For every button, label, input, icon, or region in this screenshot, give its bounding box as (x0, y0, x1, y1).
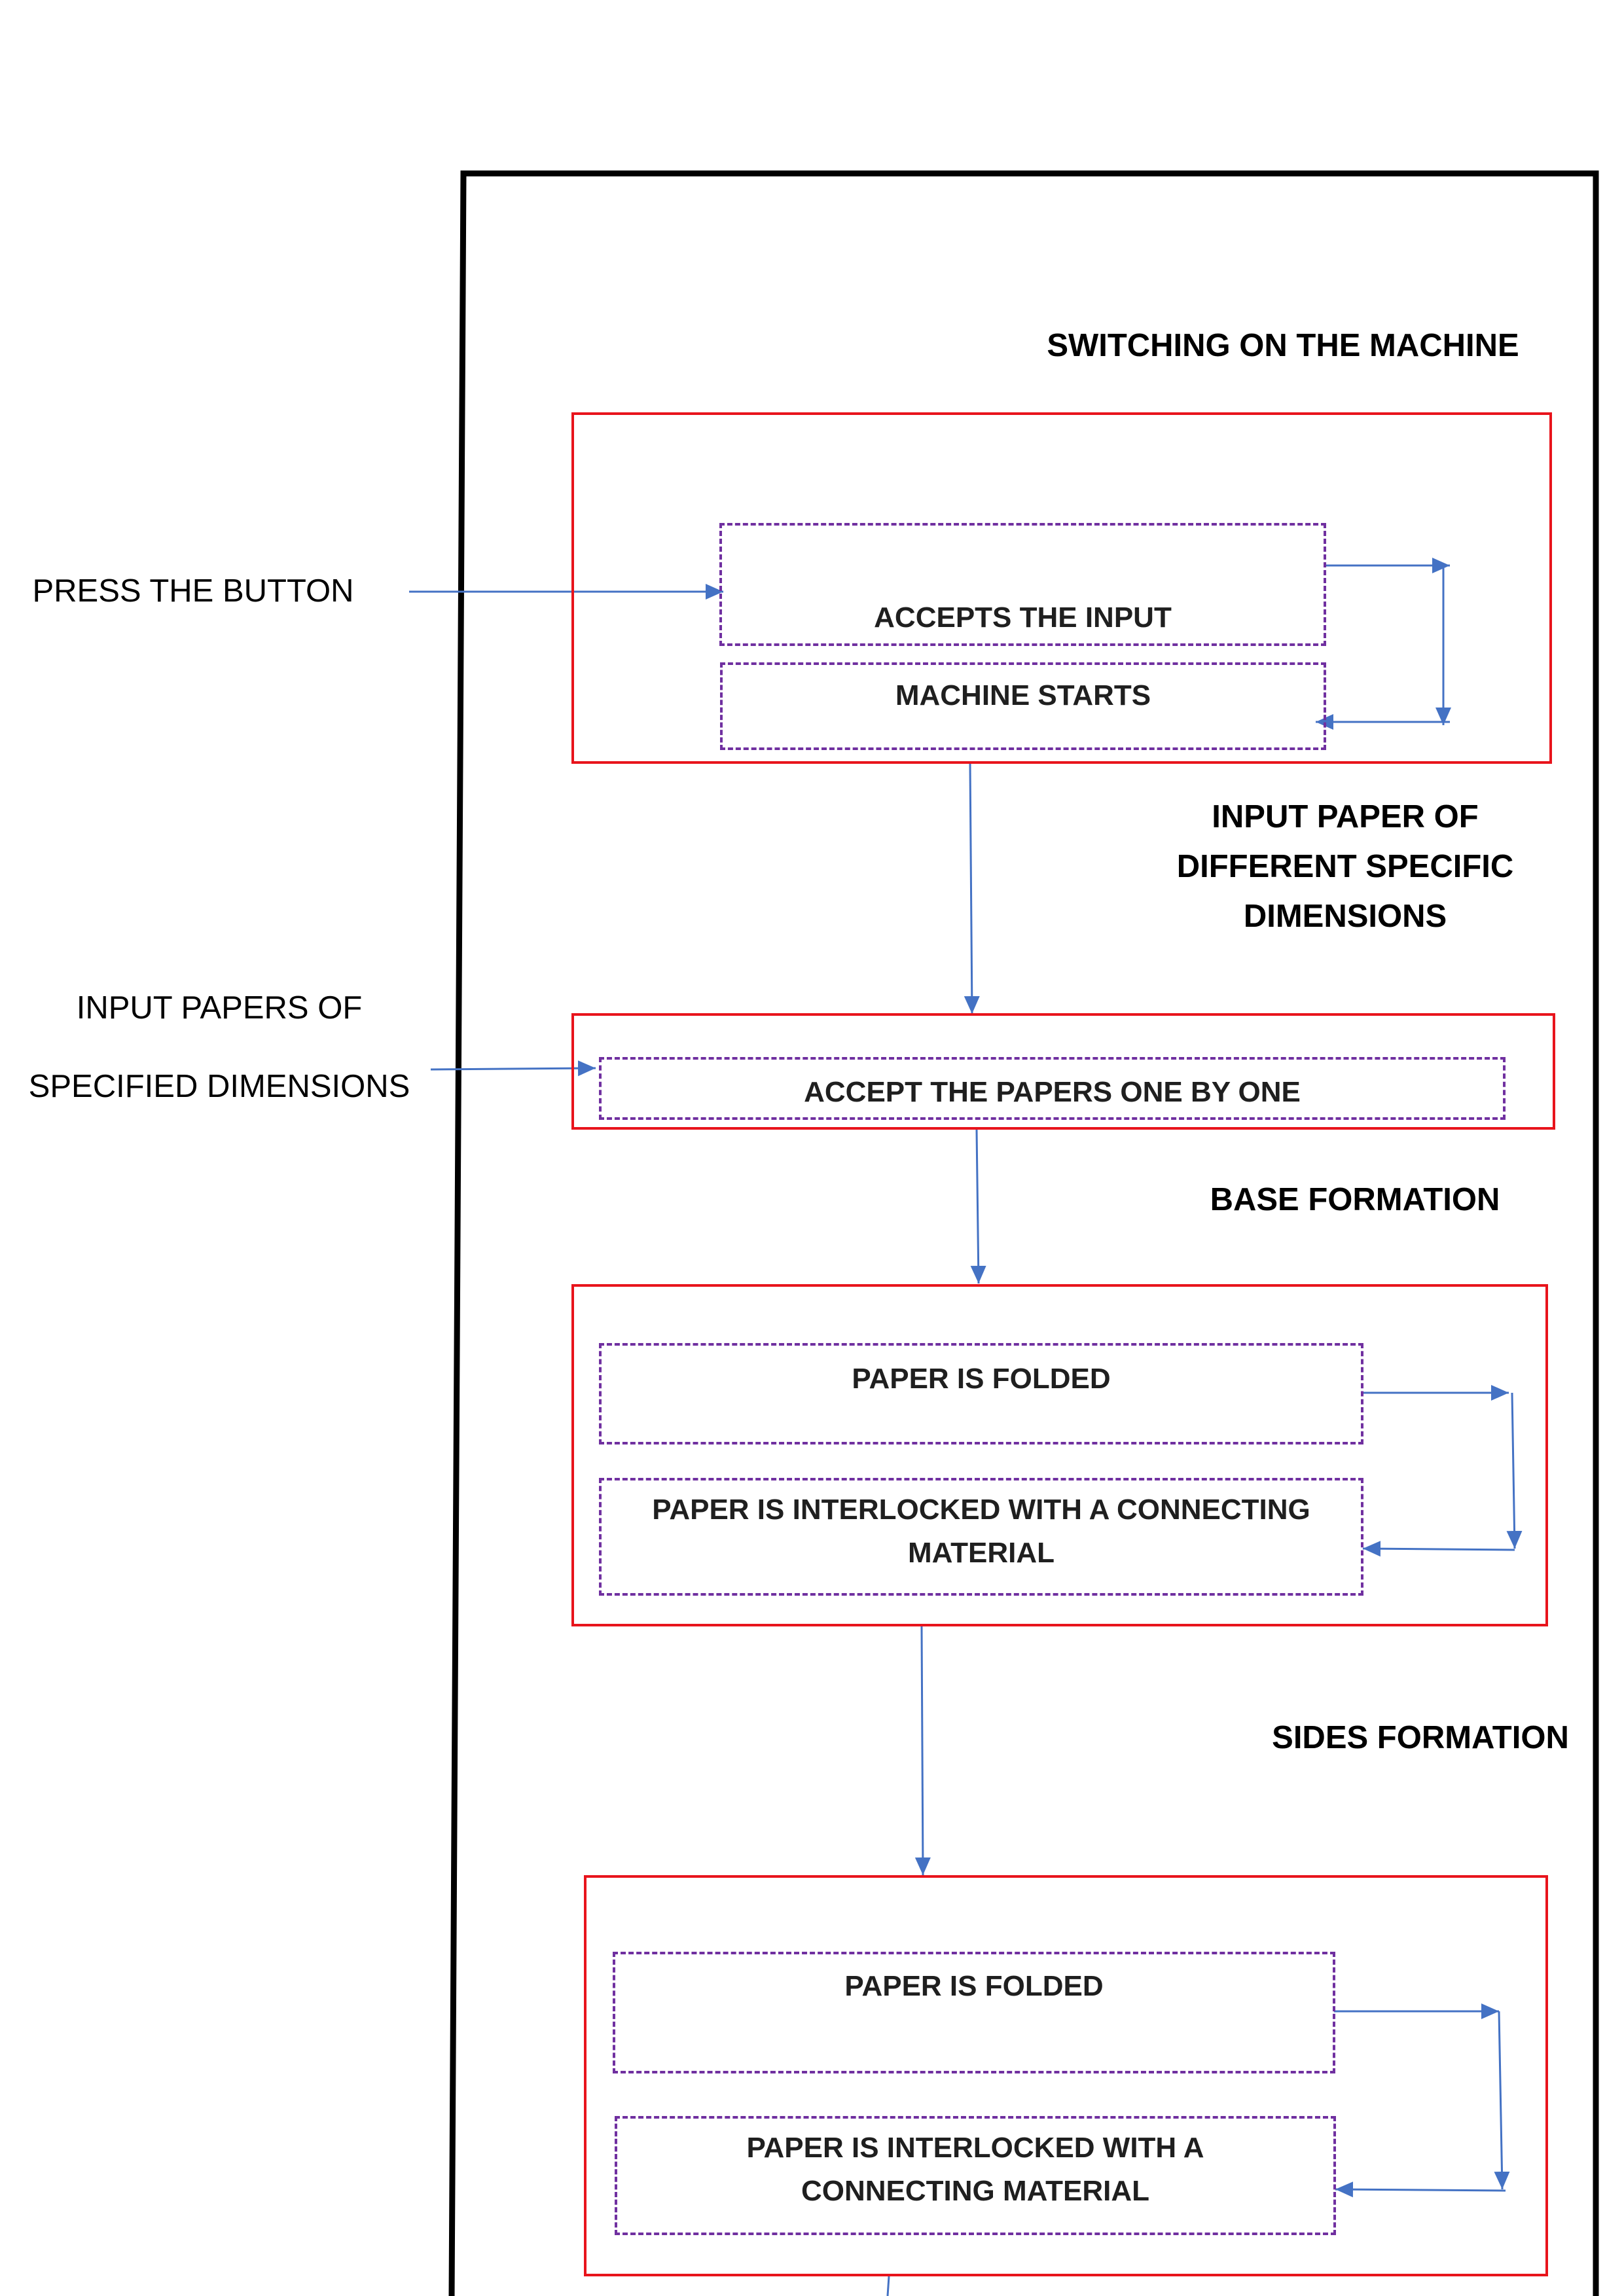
process-frame (448, 170, 1599, 2296)
step-label: MACHINE STARTS (895, 679, 1151, 711)
step-machine-starts: MACHINE STARTS (720, 662, 1326, 750)
step-sides-paper-folded: PAPER IS FOLDED (613, 1952, 1335, 2073)
step-base-paper-interlocked: PAPER IS INTERLOCKED WITH A CONNECTING M… (599, 1478, 1363, 1596)
step-label: PAPER IS INTERLOCKED WITH A CONNECTING M… (652, 1494, 1310, 1569)
step-sides-paper-interlocked: PAPER IS INTERLOCKED WITH A CONNECTING M… (615, 2116, 1336, 2235)
heading-line: INPUT PAPER OF (1212, 799, 1479, 834)
external-input-press-button: PRESS THE BUTTON (32, 573, 354, 609)
stage3-loop-back (1362, 1541, 1515, 1557)
stage-heading-base-formation: BASE FORMATION (1210, 1182, 1500, 1217)
stage-box-base-formation (571, 1284, 1548, 1626)
step-accept-papers: ACCEPT THE PAPERS ONE BY ONE (599, 1057, 1506, 1120)
flow-arrow-2 (970, 1129, 986, 1284)
flow-arrow-1 (964, 763, 980, 1014)
step-label: PAPER IS INTERLOCKED WITH A CONNECTING M… (746, 2132, 1204, 2207)
stage4-loop-down (1494, 2011, 1510, 2190)
step-label: ACCEPTS THE INPUT (874, 601, 1172, 634)
stage3-loop-down (1506, 1392, 1523, 1549)
external-input-papers: INPUT PAPERS OF SPECIFIED DIMENSIONS (16, 988, 422, 1106)
stage-heading-switch-on: SWITCHING ON THE MACHINE (1047, 328, 1519, 363)
step-base-paper-folded: PAPER IS FOLDED (599, 1343, 1363, 1444)
flow-arrow-4 (886, 2276, 890, 2296)
stage-heading-input-paper: INPUT PAPER OF DIFFERENT SPECIFIC DIMENS… (1116, 792, 1574, 941)
stage-box-switch-on (571, 412, 1552, 764)
stage4-loop-back (1335, 2181, 1506, 2198)
stage-box-input-paper (571, 1013, 1555, 1130)
step-label: PAPER IS FOLDED (852, 1363, 1111, 1395)
label-line: INPUT PAPERS OF (76, 990, 363, 1026)
heading-line: DIMENSIONS (1243, 899, 1447, 934)
stage-box-sides-formation (584, 1875, 1548, 2276)
input-papers-arrow (430, 1060, 596, 1077)
heading-line: DIFFERENT SPECIFIC (1176, 849, 1514, 884)
step-label: ACCEPT THE PAPERS ONE BY ONE (804, 1076, 1301, 1108)
stage-heading-sides-formation: SIDES FORMATION (1272, 1720, 1569, 1755)
step-label: PAPER IS FOLDED (844, 1970, 1104, 2002)
step-accepts-input: ACCEPTS THE INPUT (719, 523, 1326, 646)
flow-arrow-3 (914, 1626, 931, 1876)
label-line: SPECIFIED DIMENSIONS (28, 1069, 410, 1104)
